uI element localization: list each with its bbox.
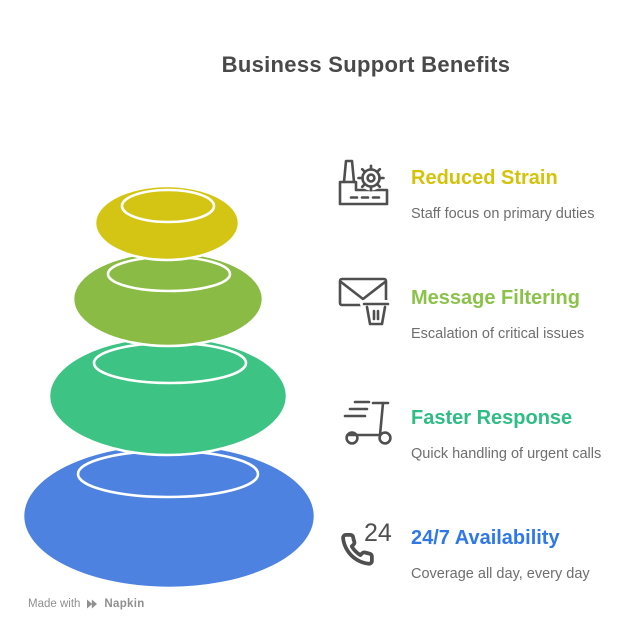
stone-faster-response — [47, 335, 289, 457]
page-title: Business Support Benefits — [221, 52, 511, 77]
benefit-description: Staff focus on primary duties — [411, 206, 595, 222]
phone-24-icon: 24 — [336, 513, 392, 569]
factory-gear-icon — [336, 153, 392, 209]
napkin-brand-label: Napkin — [104, 598, 145, 610]
benefit-description: Quick handling of urgent calls — [411, 446, 602, 462]
benefit-item-message-filtering: Message Filtering Escalation of critical… — [334, 270, 629, 388]
mail-trash-icon — [336, 273, 392, 329]
benefit-item-availability: 24 24/7 Availability Coverage all day, e… — [334, 510, 629, 628]
made-with-napkin-credit[interactable]: Made with Napkin — [28, 598, 145, 610]
benefit-item-reduced-strain: Reduced Strain Staff focus on primary du… — [334, 150, 629, 268]
benefit-heading: Faster Response — [411, 407, 573, 429]
benefit-heading: Reduced Strain — [411, 167, 558, 189]
made-with-label: Made with — [28, 598, 81, 610]
benefit-heading: Message Filtering — [411, 287, 580, 309]
stone-reduced-strain — [93, 184, 241, 262]
benefit-heading: 24/7 Availability — [411, 527, 560, 549]
benefit-description: Escalation of critical issues — [411, 326, 585, 342]
stone-availability — [21, 442, 317, 590]
benefit-description: Coverage all day, every day — [411, 566, 590, 582]
scooter-icon — [336, 393, 392, 449]
napkin-logo-icon — [87, 599, 98, 609]
benefit-item-faster-response: Faster Response Quick handling of urgent… — [334, 390, 629, 508]
svg-text:24: 24 — [364, 519, 392, 547]
stone-message-filtering — [71, 250, 265, 348]
